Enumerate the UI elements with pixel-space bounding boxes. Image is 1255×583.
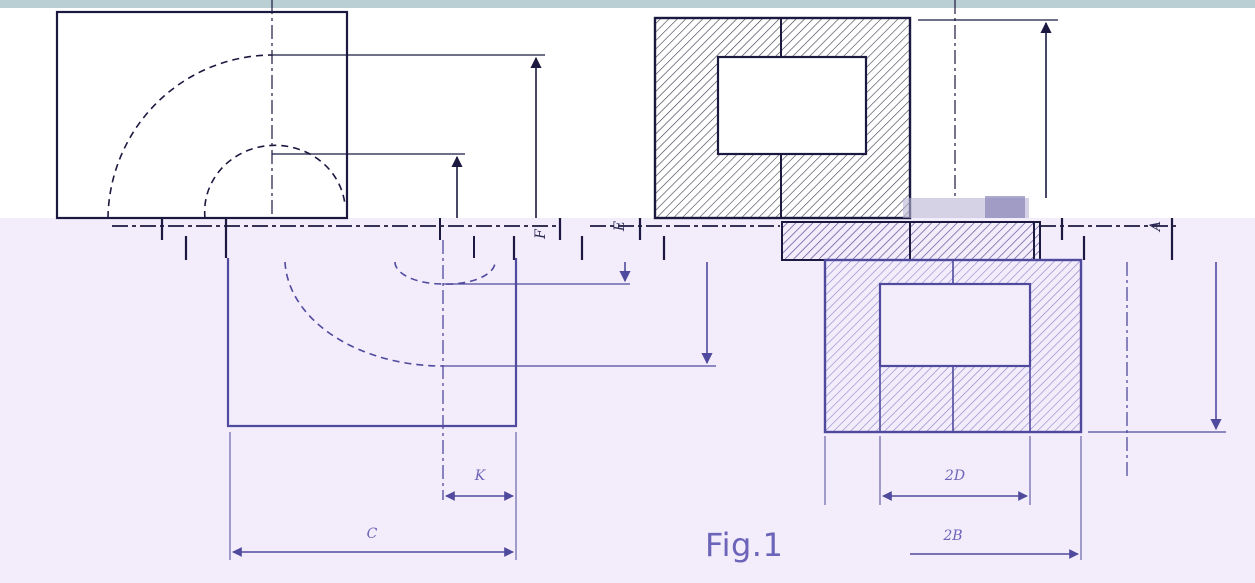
- left-upper-view: [55, 0, 545, 220]
- right-lower-window: [878, 282, 1032, 368]
- top-strip: [0, 0, 1255, 8]
- seam-strip: [112, 218, 1180, 261]
- label-c: C: [367, 526, 378, 542]
- left-upper-outline: [55, 10, 349, 220]
- label-a: A: [1148, 221, 1164, 233]
- label-f: F: [533, 228, 549, 240]
- small-dashed-arc: [203, 144, 346, 219]
- figure-caption: Fig.1: [705, 526, 784, 564]
- label-2b: 2B: [942, 528, 962, 544]
- label-e: E: [612, 221, 628, 232]
- label-2d: 2D: [944, 468, 965, 484]
- label-k: K: [474, 468, 487, 484]
- left-lower-view: [226, 240, 716, 560]
- right-upper-view: [653, 0, 1058, 220]
- right-upper-window: [716, 55, 868, 156]
- right-lower-view: [823, 258, 1226, 560]
- large-dashed-arc: [107, 54, 273, 219]
- left-lower-outline: [226, 258, 518, 428]
